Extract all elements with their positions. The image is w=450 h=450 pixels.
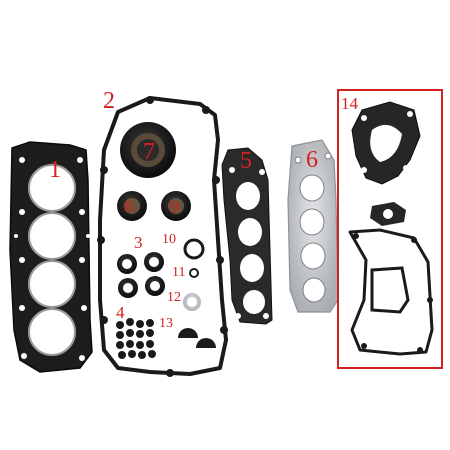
part-label-14: 14 [341, 94, 358, 113]
exhaust-manifold-gasket [287, 139, 339, 313]
part-label-7: 7 [143, 139, 155, 165]
part-label-2: 2 [103, 88, 115, 114]
head-gasket [9, 141, 93, 373]
part-label-12: 12 [167, 290, 181, 305]
part-label-9: 9 [170, 197, 179, 216]
part-label-6: 6 [306, 147, 318, 173]
parts-group-14-box [337, 89, 443, 369]
part-label-13: 13 [159, 316, 173, 331]
o-ring-11 [189, 268, 199, 278]
part-label-11: 11 [172, 265, 186, 280]
part-label-5: 5 [240, 148, 252, 174]
intake-manifold-gasket [221, 147, 273, 325]
camshaft-seal-9 [161, 191, 191, 221]
half-moon-plugs [178, 328, 216, 348]
tube-seals [117, 252, 165, 298]
valve-cover-gasket [97, 96, 228, 377]
part-label-10: 10 [162, 232, 176, 247]
water-pump-gasket [351, 101, 421, 185]
small-housing-gasket [370, 202, 406, 226]
part-label-4: 4 [116, 303, 125, 322]
o-ring-10 [183, 238, 205, 260]
valve-stem-seals [116, 318, 156, 359]
part-label-1: 1 [49, 157, 61, 183]
part-label-3: 3 [134, 233, 143, 252]
timing-cover-gasket [348, 228, 434, 356]
washer-12 [183, 293, 201, 311]
camshaft-seal-8 [117, 191, 147, 221]
part-label-8: 8 [124, 197, 133, 216]
large-oil-seal [120, 122, 176, 178]
